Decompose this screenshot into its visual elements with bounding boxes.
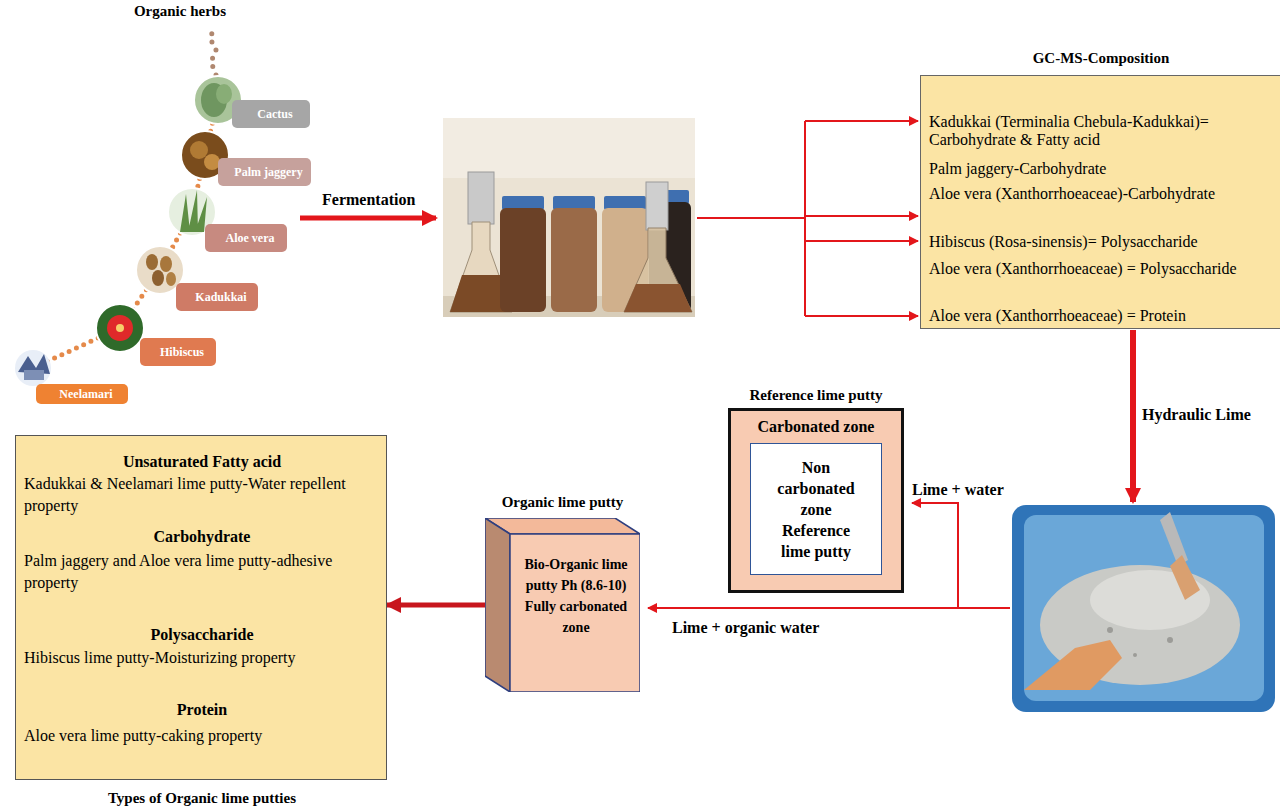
type-heading: Unsaturated Fatty acid (24, 452, 380, 472)
lime-photo (1133, 653, 1137, 657)
arrow-label: Hydraulic Lime (1142, 405, 1251, 424)
herb-tab: Palm jaggery (218, 158, 311, 186)
neelamari-icon (15, 350, 51, 386)
bottles-photo (646, 182, 668, 230)
herb-images (190, 141, 208, 159)
bottles-photo (553, 196, 595, 210)
box-heading: GC-MS-Composition (921, 49, 1280, 67)
bottles-photo (500, 208, 546, 312)
herb-name: Palm jaggery (234, 165, 302, 179)
herb-images (180, 190, 207, 232)
box-heading: Reference lime putty (718, 386, 914, 404)
lime-photo (1107, 627, 1113, 633)
lime-photo (1167, 637, 1173, 643)
flow-arrow (387, 603, 485, 608)
water-arrows (912, 503, 1010, 608)
type-description: Aloe vera lime putty-caking property (24, 725, 380, 747)
herb-images (146, 254, 158, 270)
bottles-photo (551, 208, 597, 312)
herb-tab: Kadukkai (176, 283, 258, 311)
type-heading: Polysaccharide (24, 625, 380, 645)
lime-photo (1012, 505, 1275, 712)
organic-cube: Organic lime puttyBio-Organic lime putty… (485, 518, 640, 692)
herb-name: Hibiscus (160, 345, 204, 359)
herb-images (107, 315, 133, 341)
bottles-photo (443, 118, 695, 317)
arrow-label: Lime + water (912, 480, 1004, 499)
box-caption: Types of Organic lime putties (16, 789, 388, 807)
bottles-photo (624, 284, 692, 312)
branch-arrows (697, 217, 805, 219)
arrow-label: Lime + organic water (672, 618, 819, 637)
herb-name: Kadukkai (195, 290, 246, 304)
herb-tab: Aloe vera (205, 224, 287, 252)
neelamari-icon (24, 370, 44, 380)
composition-line: Kadukkai (Terminalia Chebula-Kadukkai)= … (929, 113, 1273, 149)
group-heading: Organic herbs (110, 2, 250, 20)
bottles-photo (604, 196, 646, 210)
cube-front (510, 534, 640, 692)
branch-arrows (805, 240, 918, 242)
cube-top (485, 518, 640, 534)
branch-arrows (804, 121, 806, 316)
zone-label: Carbonated zone (731, 417, 901, 436)
types-box: Unsaturated Fatty acidKadukkai & Neelama… (15, 435, 387, 780)
herb-images (216, 84, 232, 104)
lime-photo (1024, 515, 1264, 701)
composition-box: GC-MS-CompositionKadukkai (Terminalia Ch… (920, 75, 1280, 329)
herb-tab: Neelamari (36, 384, 128, 404)
bottles-photo (502, 196, 544, 210)
type-description: Kadukkai & Neelamari lime putty-Water re… (24, 473, 380, 517)
herb-group: Organic herbsCactusPalm jaggeryAloe vera… (10, 2, 320, 410)
water-arrows (648, 607, 958, 609)
composition-line: Aloe vera (Xanthorrhoeaceae) = Polysacch… (929, 260, 1273, 278)
cube-side (485, 518, 510, 692)
composition-line: Aloe vera (Xanthorrhoeaceae)-Carbohydrat… (929, 185, 1273, 203)
lime-photo (1024, 640, 1122, 690)
box-heading: Organic lime putty (485, 493, 640, 511)
herb-chain-dots (33, 26, 218, 368)
composition-line: Aloe vera (Xanthorrhoeaceae) = Protein (929, 307, 1273, 325)
reference-box: Reference lime puttyCarbonated zoneNon c… (728, 408, 904, 593)
herb-images (152, 270, 164, 286)
lime-photo (1012, 505, 1275, 712)
neelamari-icon (15, 350, 51, 386)
herb-images (160, 256, 172, 272)
bottles-photo (468, 172, 494, 224)
hydraulic-arrow (1133, 330, 1134, 502)
inner-zone-box: Non carbonated zone Reference lime putty (750, 443, 882, 575)
herb-images (166, 272, 176, 286)
type-description: Palm jaggery and Aloe vera lime putty-ad… (24, 550, 380, 594)
hydraulic-arrow (1130, 330, 1136, 502)
herb-tab: Hibiscus (140, 338, 216, 366)
type-heading: Protein (24, 700, 380, 720)
zone-label: Non carbonated zone Reference lime putty (766, 457, 866, 562)
branch-arrows (697, 121, 918, 316)
branch-arrows (805, 315, 918, 317)
fermentation-arrow (300, 218, 436, 219)
branch-arrows (805, 215, 918, 217)
bottles-photo (443, 118, 695, 178)
cube-text: Bio-Organic lime putty Ph (8.6-10) Fully… (518, 554, 634, 638)
bottles-photo (443, 118, 695, 317)
composition-line: Hibiscus (Rosa-sinensis)= Polysaccharide (929, 233, 1273, 251)
herb-name: Cactus (257, 107, 292, 121)
fermentation-arrow (300, 216, 436, 221)
lime-photo (1170, 555, 1200, 600)
herb-tab: Cactus (232, 100, 310, 128)
type-description: Hibiscus lime putty-Moisturizing propert… (24, 647, 380, 669)
type-heading: Carbohydrate (24, 527, 380, 547)
bottles-photo (624, 228, 692, 312)
herb-images (96, 304, 144, 352)
herb-images (116, 324, 124, 332)
herb-name: Aloe vera (226, 231, 275, 245)
composition-line: Palm jaggery-Carbohydrate (929, 160, 1273, 178)
herb-chain-dots (210, 26, 216, 75)
lime-photo (1160, 512, 1188, 566)
arrow-label: Fermentation (322, 190, 415, 209)
branch-arrows (805, 120, 918, 122)
herb-name: Neelamari (59, 387, 112, 401)
